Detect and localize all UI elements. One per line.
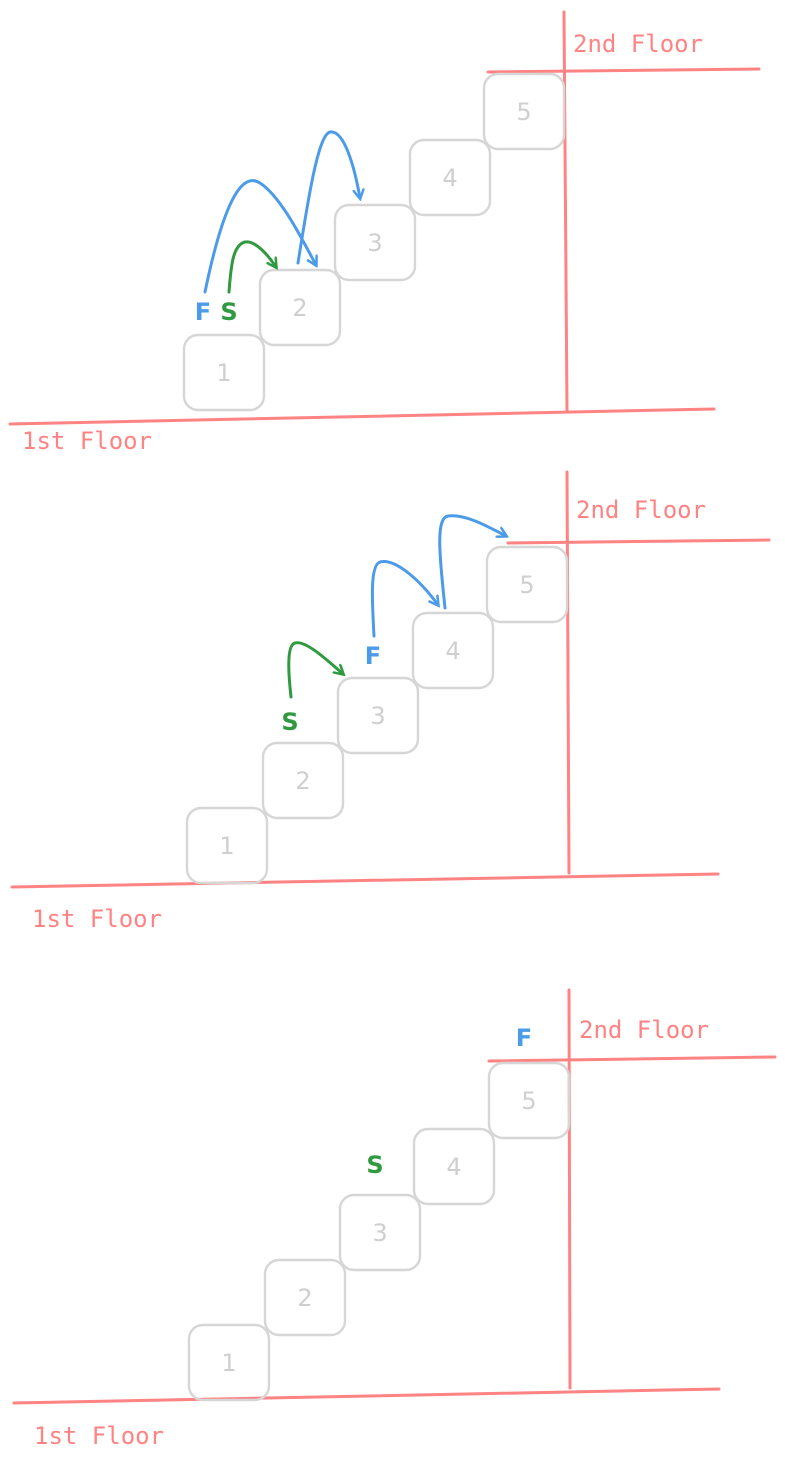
first-floor-line [10,872,720,889]
step-2: 2 [261,741,345,820]
first-floor-line [8,407,716,426]
second-floor-line [487,1055,777,1063]
slow-step-arrow [287,641,343,699]
second-floor-label: 2nd Floor [573,30,703,58]
wall-line [565,470,571,875]
step-number: 1 [219,832,234,860]
fast-jump-arrow-2 [296,130,360,265]
step-number: 2 [292,294,307,322]
step-5: 5 [482,72,566,151]
step-1: 1 [187,1323,271,1402]
step-1: 1 [185,806,269,885]
fast-pointer-label: F [195,298,211,326]
step-2: 2 [263,1258,347,1337]
fast-pointer-label: F [516,1024,532,1052]
first-floor-label: 1st Floor [34,1422,164,1450]
step-5: 5 [485,545,569,624]
panel-3: 1st Floor 2nd Floor 1 2 3 4 5 F S [12,988,777,1450]
fast-jump-arrow-2 [438,514,506,610]
panel-1: 1st Floor 2nd Floor 1 2 3 4 5 F S [8,10,761,455]
fast-jump-arrow-1 [203,179,316,294]
step-2: 2 [258,268,342,347]
step-number: 3 [370,702,385,730]
step-number: 2 [297,1284,312,1312]
fast-pointer-label: F [365,642,381,670]
step-number: 4 [442,164,457,192]
second-floor-label: 2nd Floor [579,1016,709,1044]
second-floor-line [506,538,771,545]
step-4: 4 [411,611,495,690]
step-number: 5 [519,571,534,599]
wall-line [562,10,569,412]
first-floor-label: 1st Floor [32,905,162,933]
step-5: 5 [487,1061,571,1140]
step-number: 4 [446,1153,461,1181]
wall-line [567,988,572,1390]
step-3: 3 [336,676,420,755]
second-floor-line [486,67,761,74]
slow-pointer-label: S [281,708,298,736]
step-number: 5 [516,98,531,126]
step-3: 3 [333,203,417,282]
step-number: 5 [521,1087,536,1115]
panel-2: 1st Floor 2nd Floor 1 2 3 4 5 F S [10,470,771,933]
step-number: 3 [372,1219,387,1247]
step-number: 4 [445,637,460,665]
first-floor-label: 1st Floor [22,427,152,455]
step-4: 4 [408,138,492,217]
slow-pointer-label: S [366,1151,383,1179]
step-number: 1 [221,1349,236,1377]
slow-step-arrow [227,240,276,294]
step-4: 4 [412,1127,496,1206]
fast-jump-arrow-1 [370,560,438,638]
first-floor-line [12,1387,721,1405]
step-number: 2 [295,767,310,795]
step-1: 1 [182,333,266,412]
step-3: 3 [338,1193,422,1272]
step-number: 3 [367,229,382,257]
step-number: 1 [216,359,231,387]
second-floor-label: 2nd Floor [576,496,706,524]
slow-pointer-label: S [220,298,237,326]
